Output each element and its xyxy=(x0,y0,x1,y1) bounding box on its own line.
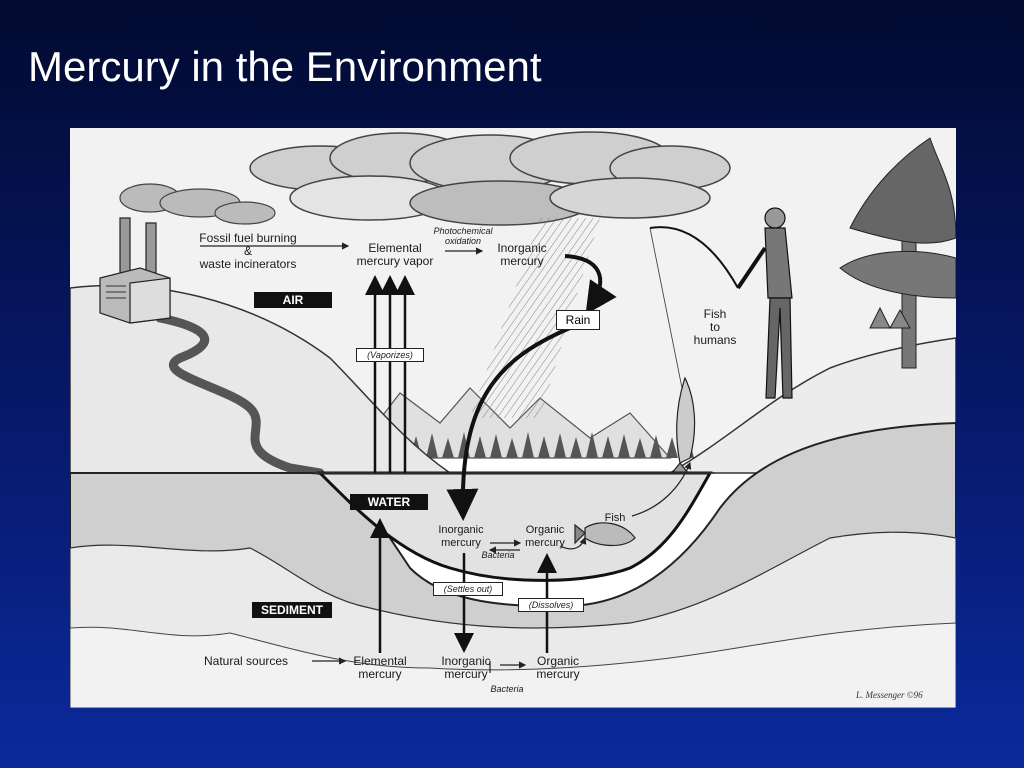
photochemical-label: Photochemical oxidation xyxy=(433,226,493,246)
inorganic-sediment-label: Inorganic mercury xyxy=(441,654,491,681)
bedrock-layer xyxy=(70,622,956,708)
diagram-illustration xyxy=(70,128,956,708)
treeline xyxy=(410,432,694,458)
smoke xyxy=(119,183,276,225)
artist-credit: L. Messenger ©96 xyxy=(856,690,923,700)
hooked-fish xyxy=(670,376,696,474)
fish-label: Fish xyxy=(604,512,626,524)
river xyxy=(155,313,325,478)
elemental-vapor-label: Elemental mercury vapor xyxy=(356,241,434,268)
sediment-zone-label: SEDIMENT xyxy=(252,602,332,618)
fish-to-humans-label: Fish to humans xyxy=(693,307,737,347)
clouds xyxy=(249,131,731,226)
tree xyxy=(839,137,956,369)
bacteria-water-label: Bacteria xyxy=(481,550,515,560)
settles-out-label: (Settles out) xyxy=(433,582,503,596)
bacteria-sediment-label: Bacteria xyxy=(490,684,524,694)
inorganic-air-label: Inorganic mercury xyxy=(497,241,547,268)
inorganic-water-label: Inorganic mercury xyxy=(438,524,484,549)
slide-title: Mercury in the Environment xyxy=(28,43,542,90)
rain-label: Rain xyxy=(556,310,600,330)
organic-water-label: Organic mercury xyxy=(525,524,565,549)
water-zone-label: WATER xyxy=(350,494,428,510)
air-zone-label: AIR xyxy=(254,292,332,308)
mercury-cycle-diagram: Fossil fuel burning & waste incinerators… xyxy=(70,128,956,708)
natural-sources-label: Natural sources xyxy=(204,654,289,668)
flow-arrows xyxy=(365,254,617,653)
small-arrows xyxy=(200,242,692,673)
dissolves-label: (Dissolves) xyxy=(518,598,584,612)
factory xyxy=(99,217,171,324)
fossil-fuel-label: Fossil fuel burning & waste incinerators xyxy=(199,231,297,271)
elemental-sediment-label: Elemental mercury xyxy=(353,654,407,681)
rain-streaks xyxy=(470,218,600,418)
vaporizes-label: (Vaporizes) xyxy=(356,348,424,362)
organic-sediment-label: Organic mercury xyxy=(536,654,580,681)
